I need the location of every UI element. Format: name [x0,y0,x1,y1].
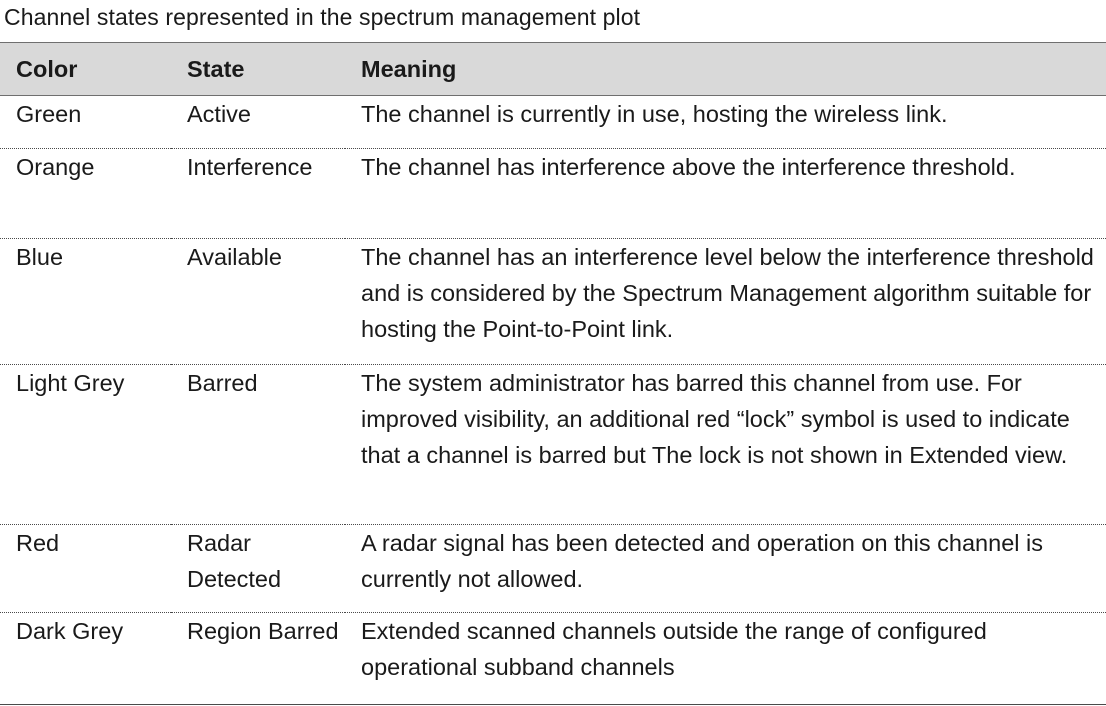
meaning-cell: The channel is currently in use, hosting… [345,95,1106,149]
state-cell: Barred [171,364,345,525]
header-state: State [171,42,345,96]
color-text: Light Grey [16,370,125,396]
table-row: Blue Available The channel has an interf… [0,238,1106,365]
meaning-text: The channel is currently in use, hosting… [361,101,948,127]
header-row: Color State Meaning [0,42,1106,96]
meaning-cell: Extended scanned channels outside the ra… [345,612,1106,705]
table-row: Light Grey Barred The system administrat… [0,364,1106,525]
color-text: Red [16,530,60,556]
state-cell: Active [171,95,345,149]
color-cell: Green [0,95,171,149]
color-cell: Blue [0,238,171,365]
color-text: Orange [16,154,95,180]
table-body: Green Active The channel is currently in… [0,95,1106,705]
meaning-text: The channel has interference above the i… [361,154,1016,180]
meaning-text: Extended scanned channels outside the ra… [361,618,987,680]
table-row: Red Radar Detected A radar signal has be… [0,524,1106,613]
state-text: Interference [187,154,313,180]
header-meaning: Meaning [345,42,1106,96]
meaning-cell: The system administrator has barred this… [345,364,1106,525]
color-text: Blue [16,244,64,270]
state-text: Active [187,101,251,127]
meaning-text: A radar signal has been detected and ope… [361,530,1043,592]
meaning-cell: The channel has interference above the i… [345,148,1106,239]
color-cell: Dark Grey [0,612,171,705]
meaning-text: The system administrator has barred this… [361,370,1070,468]
meaning-text: The channel has an interference level be… [361,244,1094,342]
channel-states-table: Color State Meaning Green Active The cha… [0,42,1106,705]
table-caption: Channel states represented in the spectr… [4,4,641,30]
color-cell: Orange [0,148,171,239]
meaning-cell: The channel has an interference level be… [345,238,1106,365]
state-text: Region Barred [187,618,339,644]
table-row: Green Active The channel is currently in… [0,95,1106,149]
state-cell: Available [171,238,345,365]
table-header: Color State Meaning [0,42,1106,96]
color-cell: Red [0,524,171,613]
meaning-cell: A radar signal has been detected and ope… [345,524,1106,613]
state-cell: Interference [171,148,345,239]
state-text: Barred [187,370,258,396]
color-cell: Light Grey [0,364,171,525]
state-cell: Radar Detected [171,524,345,613]
table-row: Dark Grey Region Barred Extended scanned… [0,612,1106,705]
color-text: Dark Grey [16,618,124,644]
state-text: Radar Detected [187,530,282,592]
state-cell: Region Barred [171,612,345,705]
table-row: Orange Interference The channel has inte… [0,148,1106,239]
header-color: Color [0,42,171,96]
state-text: Available [187,244,282,270]
color-text: Green [16,101,82,127]
